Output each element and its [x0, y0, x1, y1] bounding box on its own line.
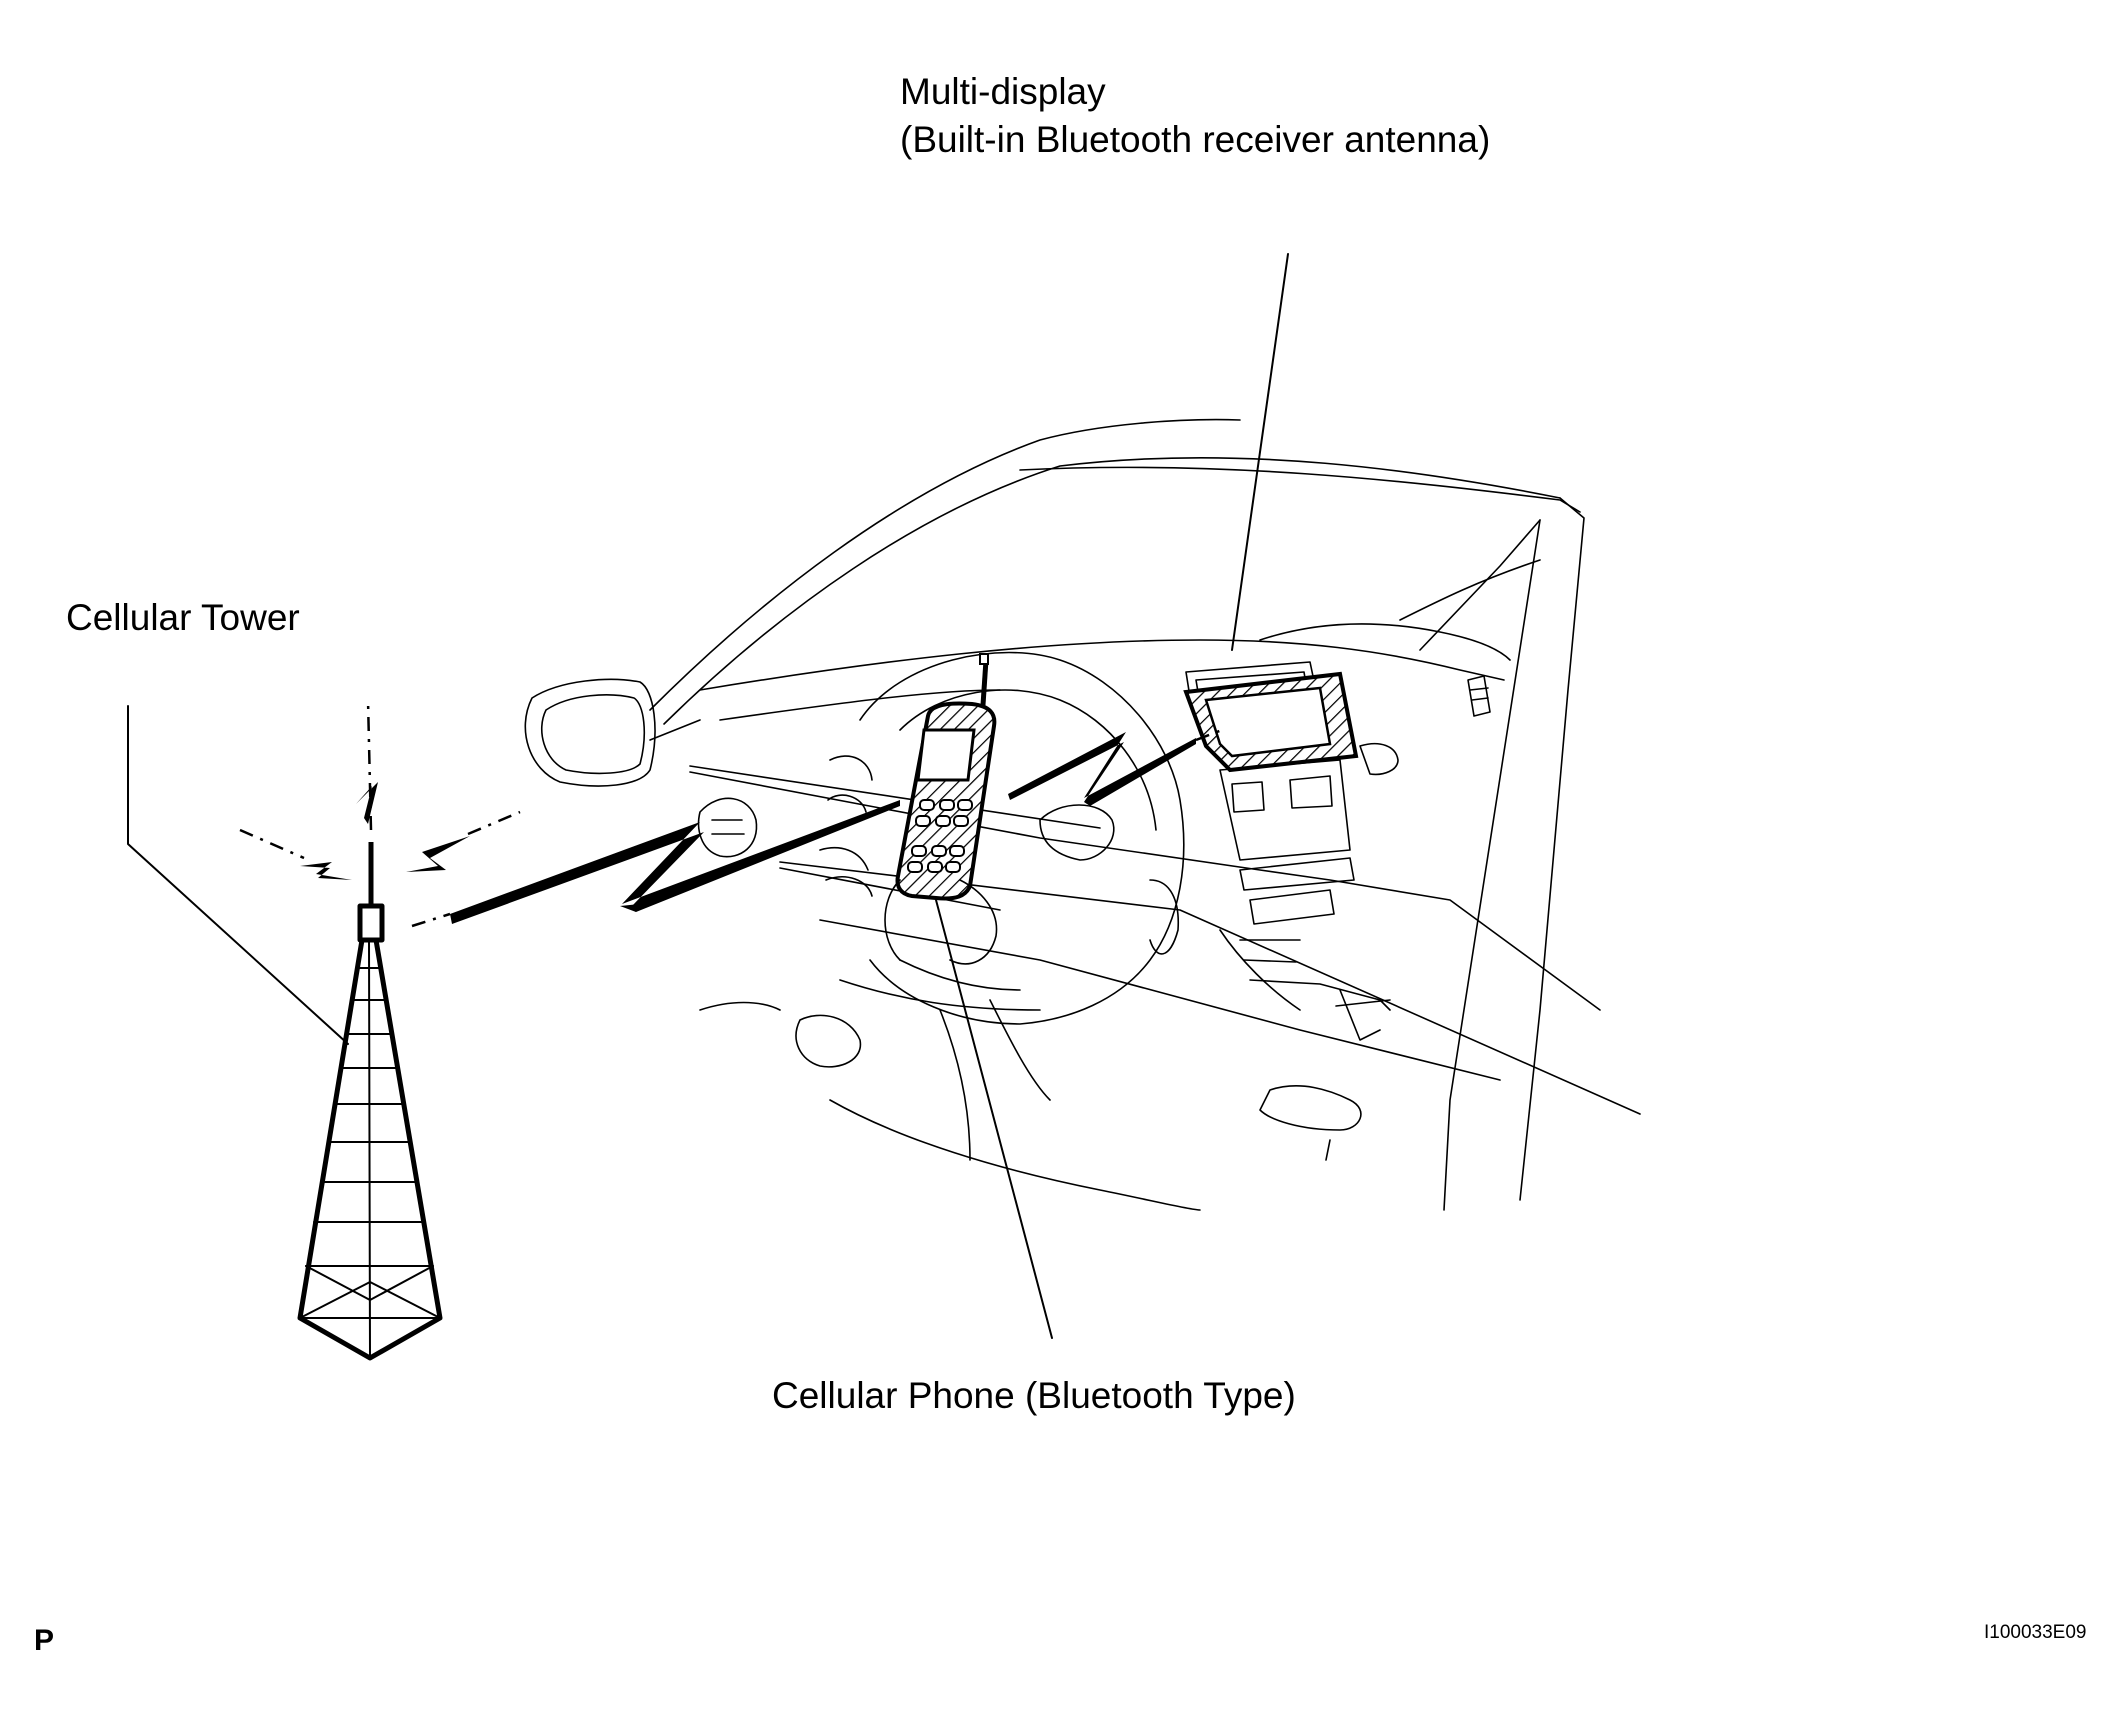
multi-display-label: Multi-display	[900, 71, 1106, 112]
cell-signal-bolt	[411, 800, 900, 928]
cellular-tower	[297, 699, 443, 1361]
tower-signal-bolts	[239, 782, 521, 880]
display-leader-line	[1231, 253, 1289, 651]
multi-display-sublabel: (Built-in Bluetooth receiver antenna)	[900, 119, 1491, 160]
tower-leader-line	[127, 705, 349, 1045]
cellular-phone-label: Cellular Phone (Bluetooth Type)	[772, 1375, 1296, 1416]
cellular-tower-label: Cellular Tower	[66, 597, 300, 638]
phone-leader-line	[935, 899, 1053, 1339]
page-mark: P	[34, 1624, 55, 1657]
car-interior	[524, 418, 1641, 1211]
bluetooth-signal-bolt	[1008, 728, 1223, 806]
multi-display	[1183, 661, 1359, 773]
figure-code: I100033E09	[1984, 1622, 2087, 1643]
cellular-phone	[884, 653, 998, 965]
